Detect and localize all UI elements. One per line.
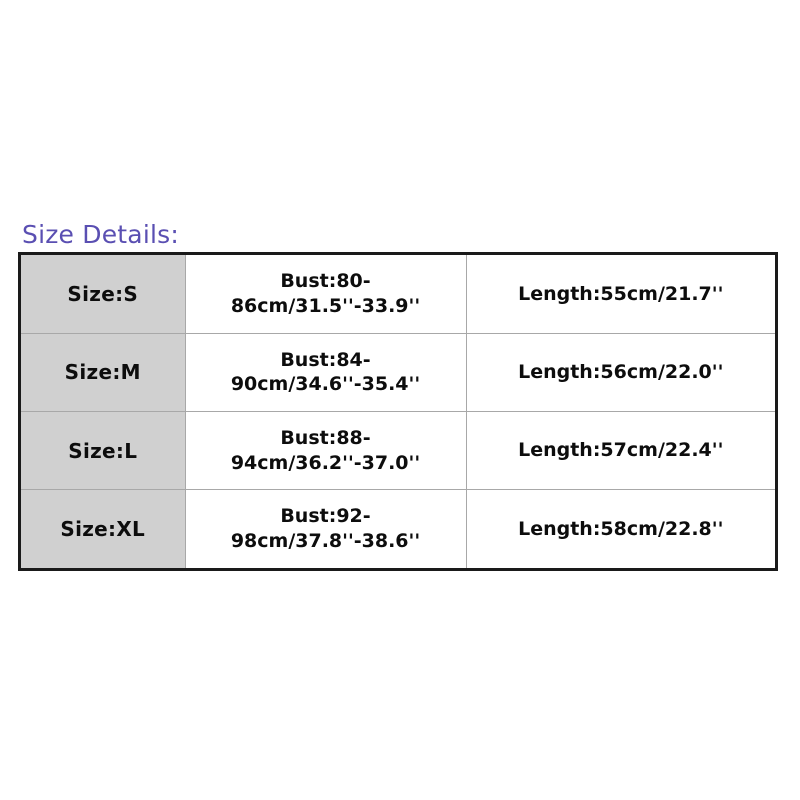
size-table-body: Size:S Bust:80- 86cm/31.5''-33.9'' Lengt… (21, 255, 775, 568)
length-cell: Length:58cm/22.8'' (465, 489, 775, 568)
bust-cell: Bust:88- 94cm/36.2''-37.0'' (184, 410, 467, 491)
table-row: Size:M Bust:84- 90cm/34.6''-35.4'' Lengt… (21, 332, 775, 413)
length-cell: Length:57cm/22.4'' (465, 410, 775, 491)
table-row: Size:L Bust:88- 94cm/36.2''-37.0'' Lengt… (21, 410, 775, 491)
bust-cell: Bust:80- 86cm/31.5''-33.9'' (184, 255, 467, 334)
bust-cell: Bust:84- 90cm/34.6''-35.4'' (184, 332, 467, 413)
page-title: Size Details: (22, 220, 179, 249)
size-table: Size:S Bust:80- 86cm/31.5''-33.9'' Lengt… (21, 255, 775, 568)
size-cell: Size:L (21, 410, 186, 491)
size-details-table: Size:S Bust:80- 86cm/31.5''-33.9'' Lengt… (18, 252, 778, 571)
length-cell: Length:55cm/21.7'' (465, 255, 775, 334)
size-label: Size:XL (60, 517, 146, 542)
size-cell: Size:S (21, 255, 186, 334)
length-value: Length:55cm/21.7'' (518, 282, 724, 305)
bust-value: Bust:88- 94cm/36.2''-37.0'' (230, 426, 421, 474)
bust-cell: Bust:92- 98cm/37.8''-38.6'' (184, 489, 467, 568)
size-label: Size:L (68, 438, 138, 463)
size-label: Size:S (67, 281, 139, 306)
size-cell: Size:XL (21, 489, 186, 568)
length-value: Length:56cm/22.0'' (518, 361, 724, 384)
size-cell: Size:M (21, 332, 186, 413)
size-label: Size:M (64, 360, 141, 385)
bust-value: Bust:92- 98cm/37.8''-38.6'' (230, 505, 421, 553)
length-cell: Length:56cm/22.0'' (465, 332, 775, 413)
table-row: Size:S Bust:80- 86cm/31.5''-33.9'' Lengt… (21, 255, 775, 334)
length-value: Length:58cm/22.8'' (518, 517, 724, 540)
bust-value: Bust:80- 86cm/31.5''-33.9'' (230, 270, 421, 317)
length-value: Length:57cm/22.4'' (518, 439, 724, 462)
bust-value: Bust:84- 90cm/34.6''-35.4'' (230, 348, 421, 396)
table-row: Size:XL Bust:92- 98cm/37.8''-38.6'' Leng… (21, 489, 775, 568)
